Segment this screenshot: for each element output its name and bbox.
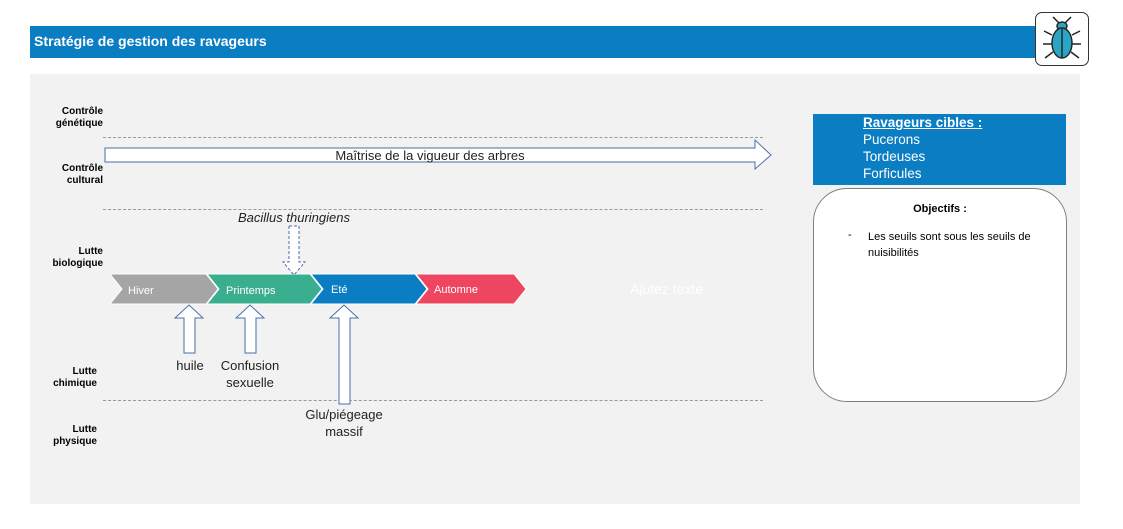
glu-arrow [328, 304, 360, 405]
target-pests-heading: Ravageurs cibles : [863, 115, 983, 130]
objectives-text: Les seuils sont sous les seuils de nuisi… [868, 231, 1031, 259]
objectives-box: Objectifs : - Les seuils sont sous les s… [813, 188, 1067, 402]
season-automne [414, 273, 527, 305]
vigueur-arrow [104, 138, 772, 171]
separator-line [103, 209, 763, 210]
objectives-bullet: - [848, 229, 852, 241]
season-label-ete: Eté [331, 284, 348, 296]
season-printemps [205, 273, 323, 305]
season-ete [309, 273, 428, 305]
page-title: Stratégie de gestion des ravageurs [34, 33, 267, 49]
target-pests-box: Ravageurs cibles : Pucerons Tordeuses Fo… [813, 114, 1066, 185]
target-pest-item: Forficules [863, 166, 922, 181]
beetle-icon [1035, 12, 1089, 66]
season-label-printemps: Printemps [226, 285, 276, 297]
target-pest-item: Pucerons [863, 132, 921, 147]
bacillus-label: Bacillus thuringiens [237, 210, 350, 225]
separator-line [103, 400, 763, 401]
huile-label: huile [176, 358, 204, 373]
objectives-title: Objectifs : [913, 203, 967, 215]
separator-line [103, 137, 763, 138]
confusion-arrow [234, 304, 266, 354]
season-hiver [108, 273, 219, 305]
vigueur-label: Maîtrise de la vigueur des arbres [335, 148, 525, 163]
huile-arrow [173, 304, 205, 354]
target-pest-item: Tordeuses [863, 149, 926, 164]
header-bar: Stratégie de gestion des ravageurs [30, 26, 1075, 58]
season-label-automne: Automne [434, 284, 479, 296]
bacillus-arrow [281, 225, 307, 276]
placeholder-text[interactable]: Ajutez texte [630, 281, 704, 297]
season-label-hiver: Hiver [128, 285, 154, 297]
